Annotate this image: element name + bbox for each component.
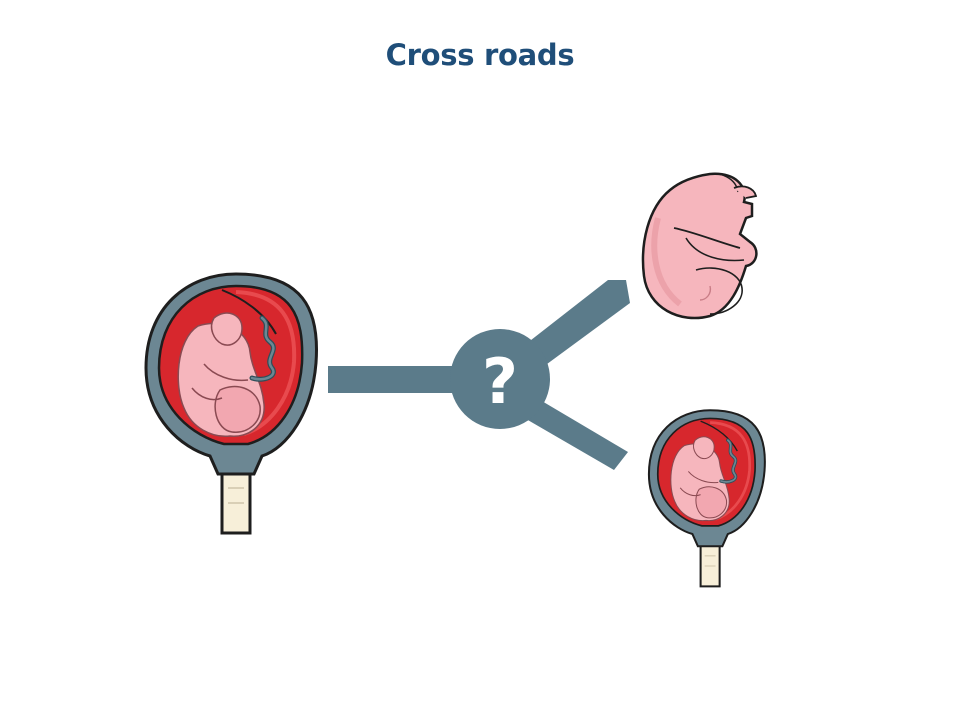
connector-branch-lower [514,394,628,470]
question-mark: ? [482,345,518,418]
pregnant-uterus-icon [146,274,317,533]
junction-circle [450,329,550,429]
pregnant-uterus-continued-icon [647,408,767,589]
fetus-delivered-icon [641,172,758,320]
slide-title: Cross roads [385,38,575,72]
